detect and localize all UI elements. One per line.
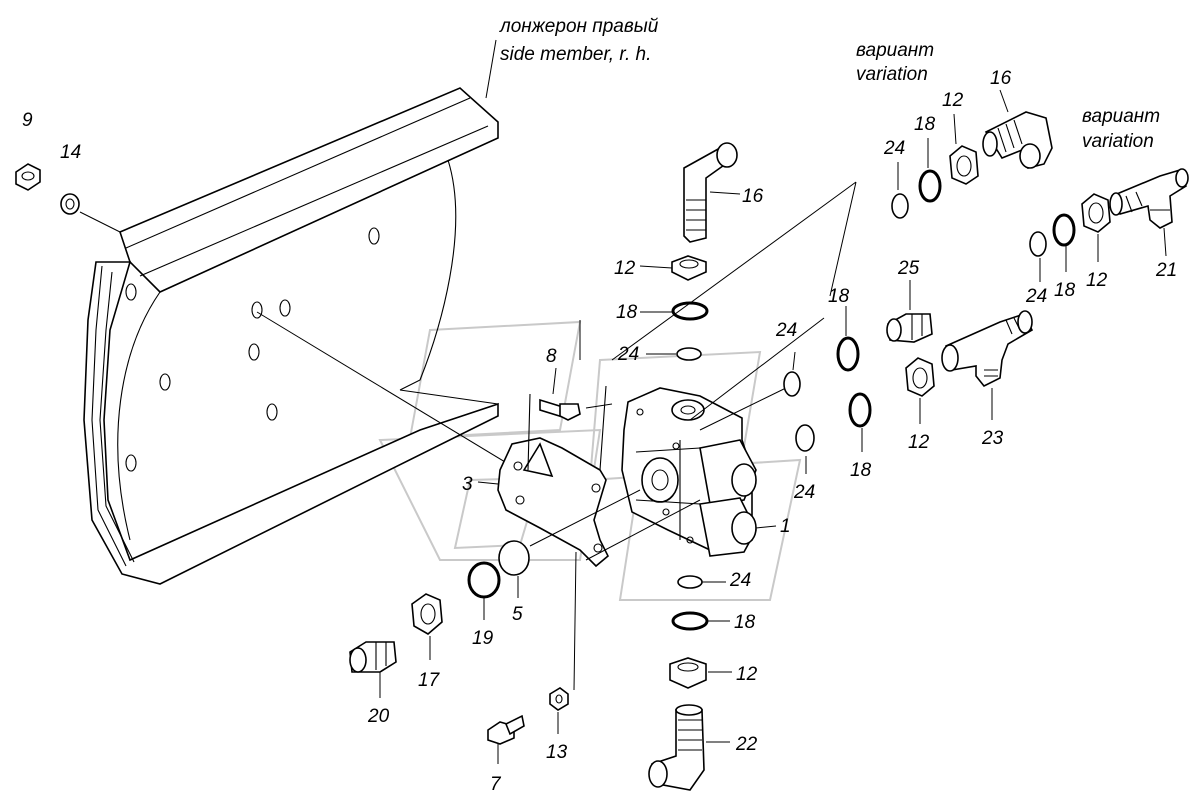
part-ring-18f	[1052, 213, 1076, 247]
part-elbow-22	[648, 704, 730, 791]
label-part-18-var-a: 18	[914, 114, 936, 135]
part-nut-12d	[949, 113, 979, 185]
part-nut-12c	[905, 357, 935, 424]
part-oring-24	[676, 347, 702, 361]
variation-a-caption-en: variation	[856, 64, 928, 85]
label-part-12-var-a: 12	[942, 90, 964, 111]
part-bolt-8	[539, 367, 581, 421]
label-part-24-lower: 24	[729, 570, 751, 591]
part-elbow-16b	[982, 89, 1053, 169]
variation-b-caption-en: variation	[1082, 131, 1154, 152]
label-part-12: 12	[614, 258, 636, 279]
side-member-caption-en: side member, r. h.	[500, 44, 651, 65]
part-oring-24e	[891, 193, 909, 219]
label-part-25: 25	[897, 258, 920, 279]
part-nut-12	[639, 255, 707, 281]
side-member-rail	[83, 87, 499, 585]
part-nut-9	[15, 163, 41, 191]
part-nut-17	[411, 593, 443, 660]
part-fitting-20	[349, 641, 397, 698]
side-member-caption-ru: лонжерон правый	[499, 16, 659, 37]
part-ring-18e	[918, 169, 942, 203]
label-part-16-var-a: 16	[990, 68, 1012, 89]
label-part-16: 16	[742, 186, 764, 207]
label-part-9: 9	[22, 110, 33, 131]
label-part-1: 1	[780, 516, 791, 537]
label-part-18-var-b: 18	[1054, 280, 1076, 301]
part-bracket-3	[477, 385, 609, 568]
label-part-21: 21	[1155, 260, 1177, 281]
label-part-12-right: 12	[908, 432, 930, 453]
part-oring-24d	[677, 575, 703, 589]
label-part-24-right-lower: 24	[793, 482, 815, 503]
label-part-24-var-b: 24	[1025, 286, 1047, 307]
part-elbow-16	[683, 142, 741, 243]
part-nut-12e	[1081, 193, 1111, 262]
label-part-24: 24	[617, 344, 639, 365]
part-ring-5	[498, 540, 530, 576]
label-part-18: 18	[616, 302, 638, 323]
label-part-12-var-b: 12	[1086, 270, 1108, 291]
part-tee-21	[1109, 168, 1189, 257]
label-part-3: 3	[462, 474, 473, 495]
label-part-19: 19	[472, 628, 494, 649]
part-ring-19	[467, 561, 501, 599]
part-oring-24f	[1029, 231, 1047, 257]
label-part-17: 17	[418, 670, 441, 691]
label-part-22: 22	[735, 734, 758, 755]
part-nut-12b	[669, 657, 732, 689]
part-ring-18b	[671, 611, 709, 631]
label-part-18-lower: 18	[734, 612, 756, 633]
label-part-14: 14	[60, 142, 81, 163]
label-part-7: 7	[490, 774, 502, 795]
part-oring-24c	[795, 424, 815, 452]
label-part-12-lower: 12	[736, 664, 758, 685]
part-ring-18	[640, 301, 709, 321]
part-bolt-7	[487, 714, 525, 764]
label-part-18-right-lower: 18	[850, 460, 872, 481]
part-valve-1	[585, 387, 777, 557]
part-ring-18c	[836, 336, 860, 372]
variation-b-caption-ru: вариант	[1082, 106, 1160, 127]
label-part-13: 13	[546, 742, 568, 763]
label-part-20: 20	[367, 706, 390, 727]
variation-a-caption-ru: вариант	[856, 40, 934, 61]
label-part-23: 23	[981, 428, 1004, 449]
label-part-24-right: 24	[775, 320, 797, 341]
part-washer-13	[549, 551, 577, 734]
label-part-18-right: 18	[828, 286, 850, 307]
part-ring-18d	[848, 392, 872, 428]
label-part-8: 8	[546, 346, 557, 367]
part-tee-23	[941, 310, 1034, 420]
label-part-5: 5	[512, 604, 523, 625]
part-washer-14	[60, 193, 121, 233]
part-fitting-25	[886, 280, 933, 343]
label-part-24-var-a: 24	[883, 138, 905, 159]
part-oring-24b	[783, 371, 801, 397]
